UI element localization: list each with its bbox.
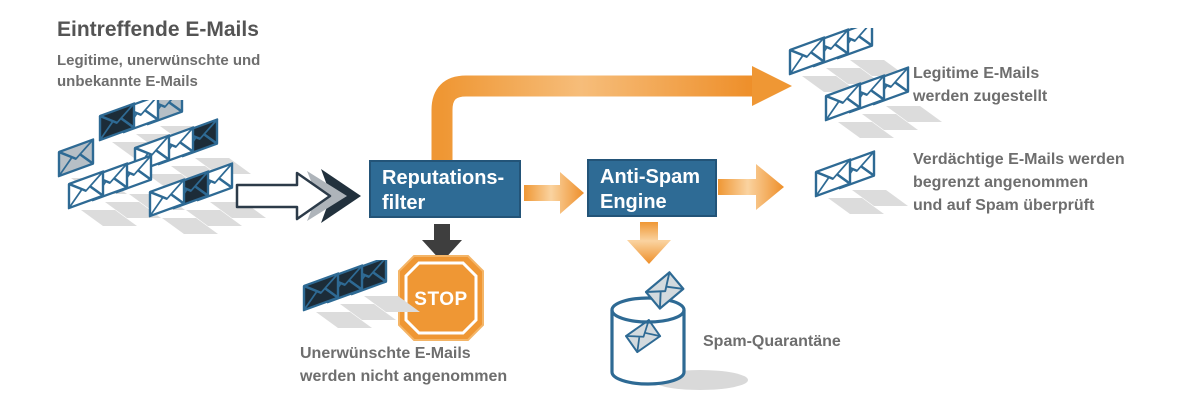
caption-line: werden zugestellt: [913, 88, 1048, 105]
suspicious-mails-icon: [814, 150, 908, 214]
anti-spam-engine-node: Anti-Spam Engine: [587, 159, 717, 217]
subtitle-line: unbekannte E-Mails: [57, 73, 198, 90]
node-label-line: Anti-Spam: [600, 166, 700, 188]
rejected-caption: Unerwünschte E-Mails werden nicht angeno…: [300, 342, 507, 388]
stop-icon: STOP: [398, 255, 484, 341]
caption-line: Unerwünschte E-Mails: [300, 345, 471, 362]
rejected-mails-icon: [302, 260, 420, 328]
subtitle-line: Legitime, unerwünschte und: [57, 52, 261, 69]
caption-line: Verdächtige E-Mails werden: [913, 151, 1125, 168]
caption-line: werden nicht angenommen: [300, 368, 508, 385]
reputation-filter-node: Reputations- filter: [369, 160, 521, 218]
stop-label: STOP: [414, 289, 467, 310]
engine-to-suspicious-arrow-icon: [718, 164, 784, 210]
caption-line: und auf Spam überprüft: [913, 197, 1095, 214]
legitimate-caption: Legitime E-Mails werden zugestellt: [913, 62, 1047, 108]
quarantine-bin-icon: [610, 271, 748, 390]
incoming-flow-arrow-icon: [235, 169, 361, 223]
quarantine-caption: Spam-Quarantäne: [703, 333, 841, 350]
suspicious-caption: Verdächtige E-Mails werden begrenzt ange…: [913, 148, 1125, 217]
page-title: Eintreffende E-Mails: [57, 18, 259, 41]
page-subtitle: Legitime, unerwünschte und unbekannte E-…: [57, 50, 260, 92]
bypass-arrow-icon: [431, 66, 792, 170]
quarantine-arrow-icon: [627, 222, 671, 264]
node-label-line: Engine: [600, 191, 667, 213]
reject-arrow-icon: [422, 224, 462, 262]
caption-line: Legitime E-Mails: [913, 65, 1040, 82]
node-label-line: filter: [382, 192, 426, 214]
node-label-line: Reputations-: [382, 167, 505, 189]
filter-to-engine-arrow-icon: [524, 172, 584, 214]
caption-line: begrenzt angenommen: [913, 174, 1089, 191]
